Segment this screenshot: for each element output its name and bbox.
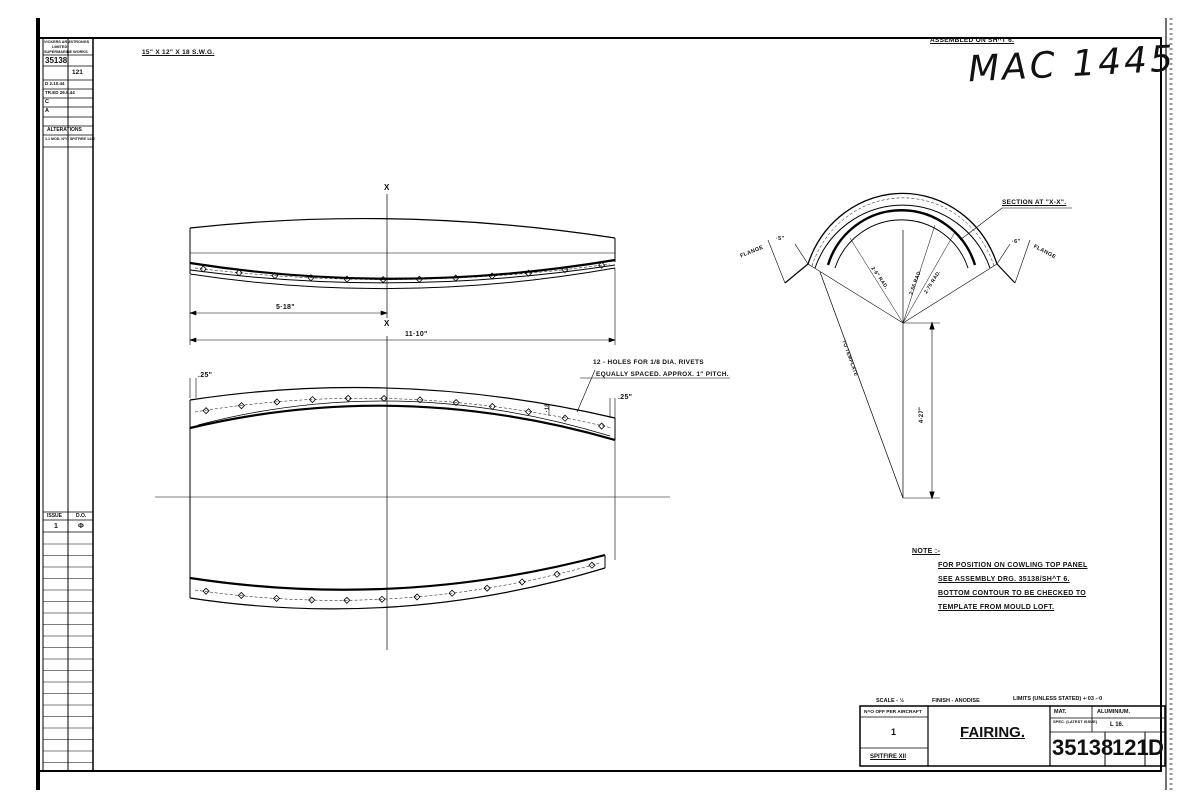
height-4-27: 4·27" <box>919 406 926 424</box>
rivet-hole <box>452 398 460 407</box>
no-off-value: 1 <box>891 727 897 737</box>
rivet-hole <box>199 265 207 273</box>
rivet-hole <box>202 407 210 415</box>
rivet-hole <box>237 402 245 410</box>
section-label: SECTION AT "X-X". <box>1002 199 1067 206</box>
rivet-hole <box>488 272 496 280</box>
flange-left-dim: ·5" <box>776 236 785 242</box>
rivet-hole <box>237 591 245 600</box>
do-value: φ <box>78 523 84 530</box>
side-panel-rows <box>43 543 93 763</box>
assembled-on-label: ASSEMBLED ON SH^T 6. <box>930 37 1015 44</box>
rivet-hole <box>308 395 317 404</box>
rivet-hole <box>483 584 491 592</box>
spec-label: SPEC. (LATEST ISSUE) <box>1053 719 1098 724</box>
dimension-25-right: .25" <box>618 394 633 401</box>
title-part-number: 121 <box>1112 735 1149 760</box>
dimension-lines <box>189 268 616 345</box>
rivet-hole <box>273 398 281 406</box>
rivet-hole <box>272 594 281 602</box>
dimension-25-left: .25" <box>198 372 213 379</box>
alteration-1: 1.1 MOD. N^o SPITFIRE 1442 <box>45 137 96 141</box>
spec-value: L 16. <box>1110 722 1124 728</box>
x-mark-top: X <box>384 183 390 192</box>
rivet-hole <box>235 269 243 277</box>
rivet-hole <box>448 589 456 597</box>
plan-view-rivets <box>202 394 606 604</box>
dimension-18: ·18 <box>544 403 551 413</box>
rivet-hole <box>561 414 569 422</box>
rivet-hole <box>598 261 606 269</box>
fairing-top-view <box>189 194 616 650</box>
issue-label: ISSUE <box>47 513 63 519</box>
rivet-hole <box>380 394 388 403</box>
scale-label: SCALE - ½ <box>876 698 905 704</box>
no-off-label: N^o OFF PER AIRCRAFT <box>864 710 922 715</box>
rivet-hole <box>525 408 533 416</box>
title-block-grid <box>859 705 1166 767</box>
finish-label: FINISH - ANODISE <box>932 698 980 704</box>
company-line-1: VICKERS ARMSTRONGS <box>44 40 90 44</box>
holes-note-line-2: EQUALLY SPACED. APPROX. 1" PITCH. <box>596 371 729 378</box>
title-size-letter: D <box>1148 735 1164 760</box>
company-line-3: SUPERMARINE WORKS <box>44 50 88 54</box>
side-traced: TR.ED 26.9.44 <box>45 90 75 95</box>
rivet-hole <box>202 587 210 595</box>
alterations-label: ALTERATIONS <box>47 127 82 133</box>
rivet-hole <box>271 272 279 280</box>
side-panel-grid <box>42 38 94 771</box>
limits-label: LIMITS (UNLESS STATED) +·03 -·0 <box>1013 696 1103 702</box>
side-checked: C <box>45 99 49 105</box>
rivet-hole <box>308 596 316 604</box>
title-drawing-number: 35138 <box>1052 735 1114 760</box>
issue-value: 1 <box>54 523 58 530</box>
rivet-hole <box>488 402 496 411</box>
rivet-hole <box>416 396 424 404</box>
material-label: MAT. <box>1054 709 1067 715</box>
rivet-hole <box>378 595 386 603</box>
rivet-hole <box>413 593 421 601</box>
rivet-hole <box>452 274 460 282</box>
fairing-plan-view <box>155 369 670 610</box>
material-size-label: 15" x 12" x 18 S.W.G. <box>142 49 215 56</box>
note-line-3: BOTTOM CONTOUR TO BE CHECKED TO <box>938 590 1087 597</box>
side-rev-d: D 2.10.44 <box>45 81 65 86</box>
rivet-hole <box>518 578 526 586</box>
company-line-2: LIMITED <box>52 45 68 49</box>
note-line-2: SEE ASSEMBLY DRG. 35138/SH^T 6. <box>938 576 1070 583</box>
rivet-hole <box>307 274 315 282</box>
side-approved: A <box>45 108 49 114</box>
section-view <box>767 192 1072 500</box>
note-line-4: TEMPLATE FROM MOULD LOFT. <box>938 604 1055 611</box>
side-item-number: 121 <box>72 69 83 76</box>
dimension-11-10: 11·10" <box>405 331 428 338</box>
dimension-5-18: 5·18" <box>276 304 295 311</box>
note-heading: NOTE :- <box>912 548 941 555</box>
x-mark-mid: X <box>384 319 390 328</box>
rivet-hole <box>553 570 561 578</box>
rivet-hole <box>524 269 533 277</box>
drawing-title: FAIRING. <box>960 724 1026 741</box>
holes-note-line-1: 12 - HOLES FOR 1/8 DIA. RIVETS <box>593 359 704 366</box>
do-label: D.O. <box>76 513 87 519</box>
rivet-hole <box>343 596 351 604</box>
rivet-hole <box>561 266 569 274</box>
sheet-border <box>38 37 1162 772</box>
rivet-hole <box>598 422 606 430</box>
rivet-hole <box>415 275 423 283</box>
material-value: ALUMINIUM. <box>1097 709 1130 715</box>
rivet-hole <box>343 275 351 283</box>
rivet-hole <box>379 276 387 284</box>
aircraft-label: SPITFIRE XII <box>870 754 907 760</box>
note-line-1: FOR POSITION ON COWLING TOP PANEL <box>938 562 1088 569</box>
flange-right-dim: ·6" <box>1012 239 1021 245</box>
side-drawing-number: 35138 <box>45 56 68 65</box>
top-view-rivets <box>199 261 606 284</box>
rivet-hole <box>588 561 596 569</box>
rivet-hole <box>344 394 352 402</box>
